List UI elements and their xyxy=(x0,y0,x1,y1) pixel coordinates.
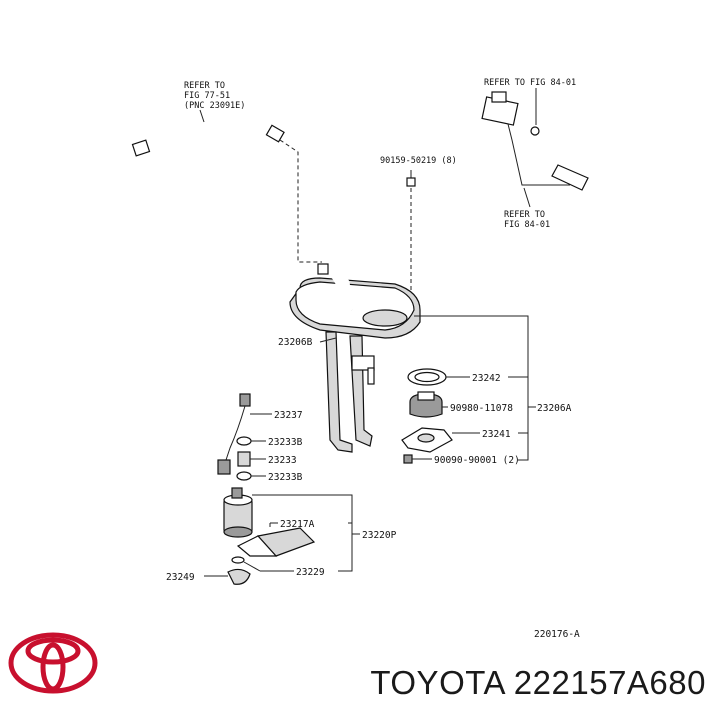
label-90090: 90090-90001 (2) xyxy=(434,455,520,466)
clip-23233B-2 xyxy=(236,471,252,481)
ref-77-line2: FIG 77-51 xyxy=(184,91,230,101)
clip-23229 xyxy=(231,556,245,564)
ref-84-low-line1: REFER TO xyxy=(504,210,545,220)
ref-77-line3: (PNC 23091E) xyxy=(184,101,245,111)
ref-84-top: REFER TO FIG 84-01 xyxy=(484,78,576,88)
plate-23241 xyxy=(401,427,453,453)
label-23233: 23233 xyxy=(268,455,297,466)
bolt-90159 xyxy=(406,170,416,187)
fuel-hose xyxy=(131,117,285,157)
label-23220P: 23220P xyxy=(362,530,397,541)
toyota-logo-icon xyxy=(8,632,98,694)
filter-23217A xyxy=(236,527,316,557)
label-23242: 23242 xyxy=(472,373,501,384)
clip-23233B-1 xyxy=(236,436,252,446)
label-23237: 23237 xyxy=(274,410,303,421)
label-23217A: 23217A xyxy=(280,519,315,530)
label-23233B-2: 23233B xyxy=(268,472,303,483)
ref-77-line1: REFER TO xyxy=(184,81,225,91)
cushion-23249 xyxy=(227,568,251,585)
figure-code: 220176-A xyxy=(534,629,580,640)
label-90980: 90980-11078 xyxy=(450,403,513,414)
label-23206B: 23206B xyxy=(278,337,313,348)
product-title: TOYOTA 222157A680 xyxy=(370,664,706,701)
pump-bracket xyxy=(289,263,421,453)
hose-23233 xyxy=(237,451,251,467)
gasket-23242 xyxy=(407,368,447,386)
label-23233B-1: 23233B xyxy=(268,437,303,448)
filter-90980 xyxy=(409,391,443,418)
label-23241: 23241 xyxy=(482,429,511,440)
sender-gauge xyxy=(481,91,589,191)
fuel-pump xyxy=(223,487,253,538)
label-90159: 90159-50219 (8) xyxy=(380,156,457,166)
label-23206A: 23206A xyxy=(537,403,572,414)
label-23229: 23229 xyxy=(296,567,325,578)
label-23249: 23249 xyxy=(166,572,195,583)
screw-90090 xyxy=(403,454,420,464)
wire-23237 xyxy=(217,393,251,475)
ref-84-low-line2: FIG 84-01 xyxy=(504,220,550,230)
